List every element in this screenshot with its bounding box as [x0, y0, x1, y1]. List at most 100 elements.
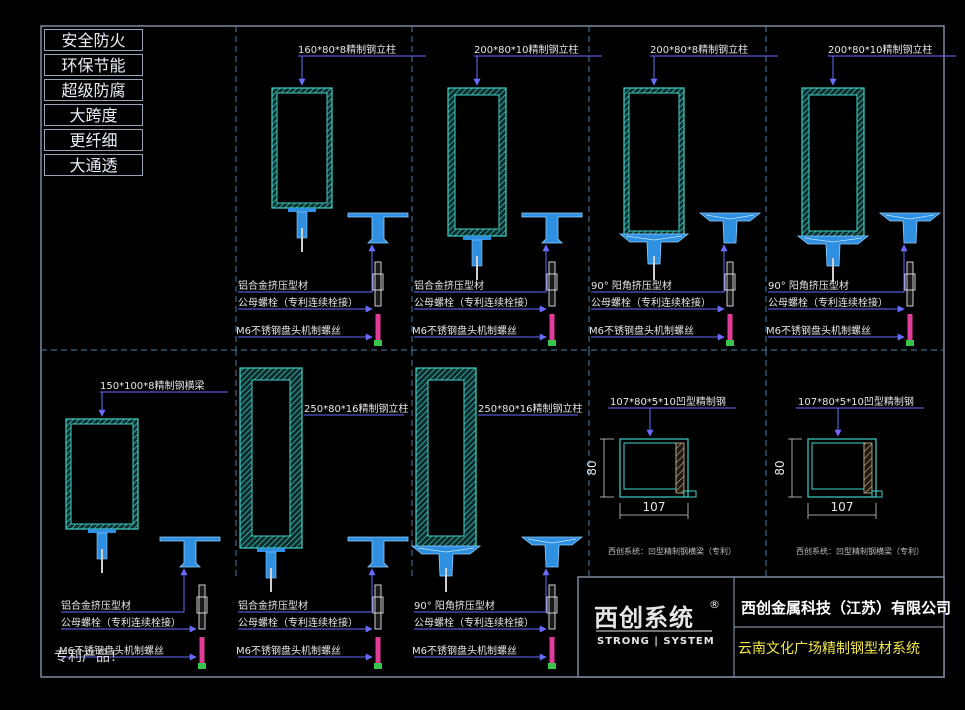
bolt-nut: [196, 596, 208, 614]
post-plate: [463, 236, 491, 240]
bolt: [726, 261, 734, 307]
aluminum-cap: [347, 536, 409, 568]
callout-label: 90° 阳角挤压型材: [768, 279, 849, 292]
angle-cap-detail: [803, 237, 863, 243]
dim-width: 107: [643, 500, 666, 514]
feature-item: 安全防火: [44, 29, 143, 51]
angle-cap: [618, 233, 690, 265]
outer-border: [40, 25, 945, 678]
callout-label: M6不锈钢盘头机制螺丝: [236, 324, 341, 337]
angle-cap: [698, 212, 762, 244]
callout-label: 公母螺栓（专利连续栓接）: [768, 296, 888, 309]
channel-inner: [811, 442, 865, 490]
bolt-nut: [904, 273, 916, 291]
feature-item: 环保节能: [44, 54, 143, 76]
callout-label: M6不锈钢盘头机制螺丝: [59, 644, 164, 657]
angle-cap: [520, 536, 584, 568]
bolt: [906, 261, 914, 307]
callout-label: 公母螺栓（专利连续栓接）: [414, 616, 534, 629]
profile-label: 160*80*8精制钢立柱: [298, 43, 396, 56]
bolt-nut: [372, 596, 384, 614]
callout-label: 铝合金挤压型材: [238, 279, 308, 292]
leader-line: [61, 568, 188, 613]
feature-item: 更纤细: [44, 129, 143, 151]
callout-label: M6不锈钢盘头机制螺丝: [589, 324, 694, 337]
bolt: [548, 261, 556, 307]
angle-cap: [878, 212, 942, 244]
screw: [375, 637, 381, 663]
profile-label: 107*80*5*10凹型精制钢: [610, 395, 726, 408]
channel-web: [863, 442, 873, 494]
steel-tube-inner: [628, 92, 680, 232]
angle-cap-detail: [527, 538, 577, 544]
angle-cap: [796, 235, 870, 267]
callout-label: 90° 阳角挤压型材: [414, 599, 495, 612]
aluminum-cap: [159, 536, 221, 568]
callout-label: 公母螺栓（专利连续栓接）: [61, 616, 181, 629]
angle-cap-detail: [705, 214, 755, 220]
leader-line: [414, 244, 550, 293]
logo-subtitle: STRONG | SYSTEM: [597, 636, 715, 647]
profile-label: 250*80*16精制钢立柱: [478, 402, 583, 415]
screw-head: [906, 340, 914, 346]
callout-label: M6不锈钢盘头机制螺丝: [766, 324, 871, 337]
channel-caption: 西创系统：凹型精制钢横梁（专利）: [608, 546, 736, 556]
drawing-frame: [40, 25, 945, 678]
steel-tube-inner: [808, 94, 858, 232]
profile-label: 107*80*5*10凹型精制钢: [798, 395, 914, 408]
dim-height: 80: [585, 460, 599, 475]
leader-line: [238, 568, 376, 613]
aluminum-cap: [347, 212, 409, 244]
channel-outline: [619, 438, 689, 498]
callout-label: 公母螺栓（专利连续栓接）: [238, 296, 358, 309]
screw: [907, 314, 913, 340]
screw-head: [374, 340, 382, 346]
screw-head: [198, 663, 206, 669]
screw: [375, 314, 381, 340]
profile-label: 200*80*8精制钢立柱: [650, 43, 748, 56]
panel-p6: 250*80*16精制钢立柱铝合金挤压型材公母螺栓（专利连续栓接）M6不锈钢盘头…: [236, 367, 409, 669]
post-plate: [257, 548, 285, 552]
steel-tube-inner: [251, 379, 291, 537]
company-name: 西创金属科技（江苏）有限公司: [741, 599, 952, 617]
feature-item: 大通透: [44, 154, 143, 176]
logo-registered-mark: ®: [709, 598, 720, 611]
bolt: [374, 584, 382, 630]
callout-label: 铝合金挤压型材: [238, 599, 308, 612]
title-block: [577, 576, 945, 678]
callout-label: 铝合金挤压型材: [414, 279, 484, 292]
screw-head: [726, 340, 734, 346]
feature-item: 超级防腐: [44, 79, 143, 101]
bolt-nut: [724, 273, 736, 291]
steel-tube-inner: [454, 94, 500, 230]
dim-height: 80: [773, 460, 787, 475]
callout-label: M6不锈钢盘头机制螺丝: [236, 644, 341, 657]
leader-line: [591, 244, 728, 293]
callout-label: 铝合金挤压型材: [61, 599, 131, 612]
channel-inner: [623, 442, 677, 490]
leader-line: [238, 244, 376, 293]
screw: [199, 637, 205, 663]
channel-web: [675, 442, 685, 494]
angle-cap: [410, 545, 482, 577]
profile-label: 150*100*8精制钢横梁: [100, 379, 205, 392]
patent-footnote: 专利产品！: [54, 649, 124, 665]
channel-caption: 西创系统：凹型精制钢横梁（专利）: [796, 546, 924, 556]
panel-p2: 200*80*10精制钢立柱铝合金挤压型材公母螺栓（专利连续栓接）M6不锈钢盘头…: [412, 43, 602, 346]
bolt-nut: [546, 273, 558, 291]
panels-layer: 160*80*8精制钢立柱铝合金挤压型材公母螺栓（专利连续栓接）M6不锈钢盘头机…: [59, 43, 956, 669]
callout-label: M6不锈钢盘头机制螺丝: [412, 644, 517, 657]
channel-outline: [807, 438, 877, 498]
screw-head: [374, 663, 382, 669]
screw: [549, 637, 555, 663]
screw: [549, 314, 555, 340]
bolt-nut: [546, 596, 558, 614]
